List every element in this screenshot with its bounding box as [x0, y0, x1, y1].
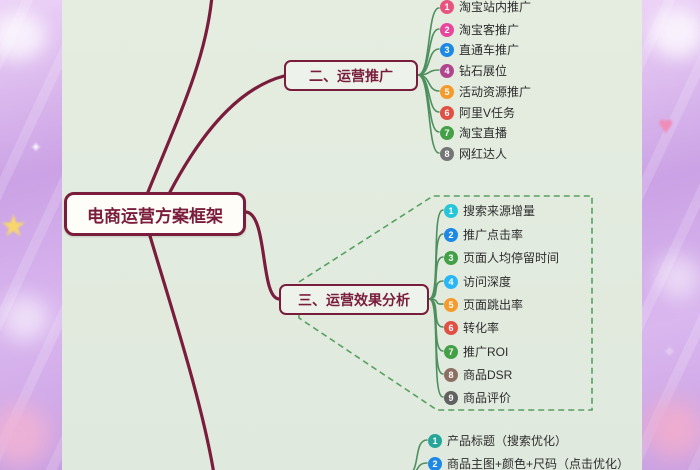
list-item: 1 产品标题（搜索优化） [428, 432, 567, 449]
list-item: 4 钻石展位 [440, 62, 507, 79]
item-label: 淘宝直播 [459, 126, 508, 140]
item-label: 商品DSR [463, 368, 513, 382]
decoration-blob [0, 12, 46, 60]
item-number-badge: 2 [440, 22, 454, 37]
item-number-badge: 8 [440, 146, 454, 161]
item-label: 商品主图+颜色+尺码（点击优化） [447, 457, 630, 470]
item-label: 搜索来源增量 [463, 204, 536, 218]
item-label: 直通车推广 [459, 43, 520, 57]
list-item: 8 商品DSR [444, 366, 512, 383]
item-label: 页面跳出率 [463, 298, 524, 312]
sparkle-icon: ✧ [664, 344, 675, 359]
item-label: 网红达人 [459, 147, 508, 161]
item-label: 活动资源推广 [459, 85, 532, 99]
list-item: 3 页面人均停留时间 [444, 249, 559, 266]
list-item: 2 推广点击率 [444, 226, 523, 243]
list-item: 8 网红达人 [440, 145, 507, 162]
list-item: 7 推广ROI [444, 343, 508, 360]
item-label: 页面人均停留时间 [463, 251, 560, 265]
item-label: 访问深度 [463, 275, 512, 289]
list-item: 7 淘宝直播 [440, 124, 507, 141]
decoration-blob [0, 405, 50, 465]
item-number-badge: 1 [444, 203, 458, 218]
decoration-blob [656, 255, 700, 299]
item-label: 转化率 [463, 321, 500, 335]
branch-node-promotion: 二、运营推广 [284, 60, 418, 91]
list-item: 1 搜索来源增量 [444, 202, 535, 219]
item-label: 淘宝站内推广 [459, 0, 532, 14]
branch-node-analysis: 三、运营效果分析 [279, 284, 429, 315]
branch-label-analysis: 三、运营效果分析 [298, 291, 410, 308]
item-number-badge: 5 [440, 84, 454, 99]
central-topic-label: 电商运营方案框架 [87, 206, 223, 226]
list-item: 9 商品评价 [444, 389, 511, 406]
list-item: 5 页面跳出率 [444, 296, 523, 313]
item-number-badge: 6 [444, 320, 458, 335]
item-number-badge: 1 [440, 0, 454, 14]
item-number-badge: 7 [440, 125, 454, 140]
item-label: 阿里V任务 [459, 106, 516, 120]
item-number-badge: 3 [444, 250, 458, 265]
item-label: 商品评价 [463, 391, 512, 405]
item-label: 推广ROI [463, 345, 509, 359]
list-item: 1 淘宝站内推广 [440, 0, 531, 15]
sparkle-icon: ✦ [30, 139, 42, 155]
decorative-border-right: ♥ ✧ [642, 0, 700, 470]
branch-label-promotion: 二、运营推广 [309, 67, 393, 84]
list-item: 2 商品主图+颜色+尺码（点击优化） [428, 455, 629, 470]
item-number-badge: 5 [444, 297, 458, 312]
central-topic: 电商运营方案框架 [64, 192, 246, 236]
heart-icon: ♥ [658, 110, 674, 140]
item-number-badge: 4 [444, 274, 458, 289]
decoration-blob [650, 8, 700, 58]
item-label: 产品标题（搜索优化） [447, 434, 568, 448]
item-number-badge: 3 [440, 42, 454, 57]
item-number-badge: 8 [444, 367, 458, 382]
item-number-badge: 1 [428, 433, 442, 448]
item-number-badge: 2 [428, 456, 442, 470]
item-number-badge: 6 [440, 105, 454, 120]
decorative-border-left: ✦ ★ [0, 0, 62, 470]
item-number-badge: 9 [444, 390, 458, 405]
list-item: 6 转化率 [444, 319, 499, 336]
list-item: 5 活动资源推广 [440, 83, 531, 100]
item-number-badge: 4 [440, 63, 454, 78]
list-item: 2 淘宝客推广 [440, 21, 519, 38]
item-number-badge: 7 [444, 344, 458, 359]
item-label: 推广点击率 [463, 228, 524, 242]
decoration-blob [646, 400, 700, 458]
item-label: 淘宝客推广 [459, 23, 520, 37]
list-item: 4 访问深度 [444, 273, 511, 290]
item-label: 钻石展位 [459, 64, 508, 78]
list-item: 3 直通车推广 [440, 41, 519, 58]
list-item: 6 阿里V任务 [440, 104, 515, 121]
item-number-badge: 2 [444, 227, 458, 242]
decoration-blob [2, 295, 48, 341]
star-icon: ★ [0, 210, 27, 243]
